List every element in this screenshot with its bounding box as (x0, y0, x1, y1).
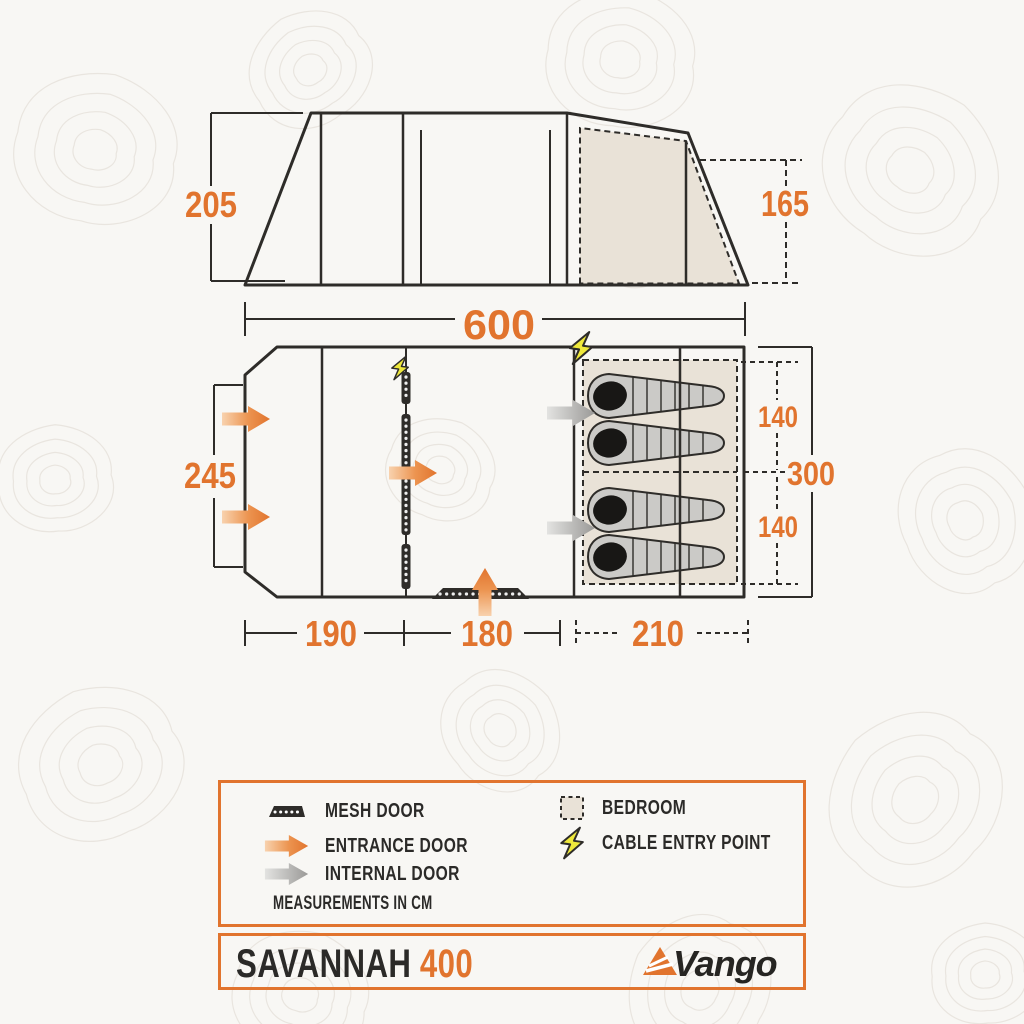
legend-label: BEDROOM (602, 796, 687, 819)
cable-entry-icon (556, 825, 588, 861)
dim-label-140-top: 140 (758, 401, 798, 434)
legend-label: MESH DOOR (325, 799, 425, 822)
side-panel-seams (319, 113, 688, 285)
legend-item-mesh-door: MESH DOOR (263, 796, 453, 826)
dim-label-300: 300 (787, 455, 835, 492)
dim-front-width: 245 (184, 384, 243, 568)
dim-label-600: 600 (463, 301, 535, 348)
entrance-door-arrow (389, 460, 437, 486)
dim-bottom-sections: 190 180 210 (244, 613, 749, 654)
dim-height-left: 205 (185, 112, 303, 282)
legend-label: CABLE ENTRY POINT (602, 831, 771, 854)
measurements-note: MEASUREMENTS IN CM (273, 893, 433, 914)
dim-label-190: 190 (305, 613, 357, 654)
side-tent-outline (243, 111, 750, 287)
product-number: 400 (419, 942, 474, 986)
tent-floor-plan: 245 190 180 (184, 328, 835, 654)
dim-label-205: 205 (185, 184, 237, 225)
dim-label-140-bottom: 140 (758, 511, 798, 544)
dim-bedroom-halves: 140 140 (741, 361, 798, 585)
legend-label: ENTRANCE DOOR (325, 834, 468, 857)
mesh-door-icon (263, 803, 311, 819)
legend-item-entrance-door: ENTRANCE DOOR (263, 831, 508, 861)
floor-plan-outline (243, 345, 746, 599)
dim-label-210: 210 (632, 613, 684, 654)
vango-logo: Vango (639, 942, 789, 989)
dim-bedroom-depth: 300 (758, 346, 835, 598)
legend-item-internal-door: INTERNAL DOOR (263, 859, 498, 889)
dim-total-width: 600 (244, 301, 746, 348)
dim-label-245: 245 (184, 455, 236, 496)
entrance-door-icon (263, 834, 311, 858)
legend-box: MESH DOOR ENTRANCE DOOR (218, 780, 806, 927)
bedroom-icon (556, 795, 588, 821)
brand-name: Vango (673, 943, 777, 984)
dim-label-180: 180 (461, 613, 513, 654)
tent-side-elevation: 205 165 600 (185, 111, 809, 348)
product-name: SAVANNAH (236, 942, 412, 986)
dim-label-165: 165 (761, 183, 809, 224)
legend-item-cable-entry: CABLE ENTRY POINT (556, 825, 818, 861)
legend-label: INTERNAL DOOR (325, 862, 460, 885)
legend-item-bedroom: BEDROOM (556, 793, 710, 823)
vango-triangle-icon (643, 947, 677, 975)
dim-height-right: 165 (700, 159, 809, 284)
internal-door-icon (263, 862, 311, 886)
